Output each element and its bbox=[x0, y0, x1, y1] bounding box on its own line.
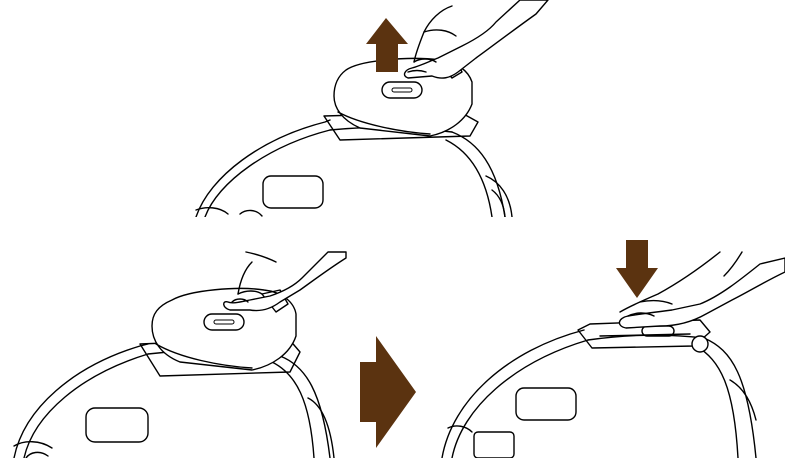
appliance-body bbox=[196, 120, 512, 217]
panel-remove-lid bbox=[196, 0, 548, 217]
appliance-body bbox=[442, 330, 756, 458]
arrow-right-icon bbox=[360, 336, 416, 448]
appliance-body bbox=[14, 344, 334, 458]
arrow-down-icon bbox=[616, 240, 658, 298]
hand-lifting bbox=[405, 0, 548, 78]
panel-position-lid bbox=[14, 252, 346, 458]
panel-press-lid bbox=[442, 240, 785, 458]
